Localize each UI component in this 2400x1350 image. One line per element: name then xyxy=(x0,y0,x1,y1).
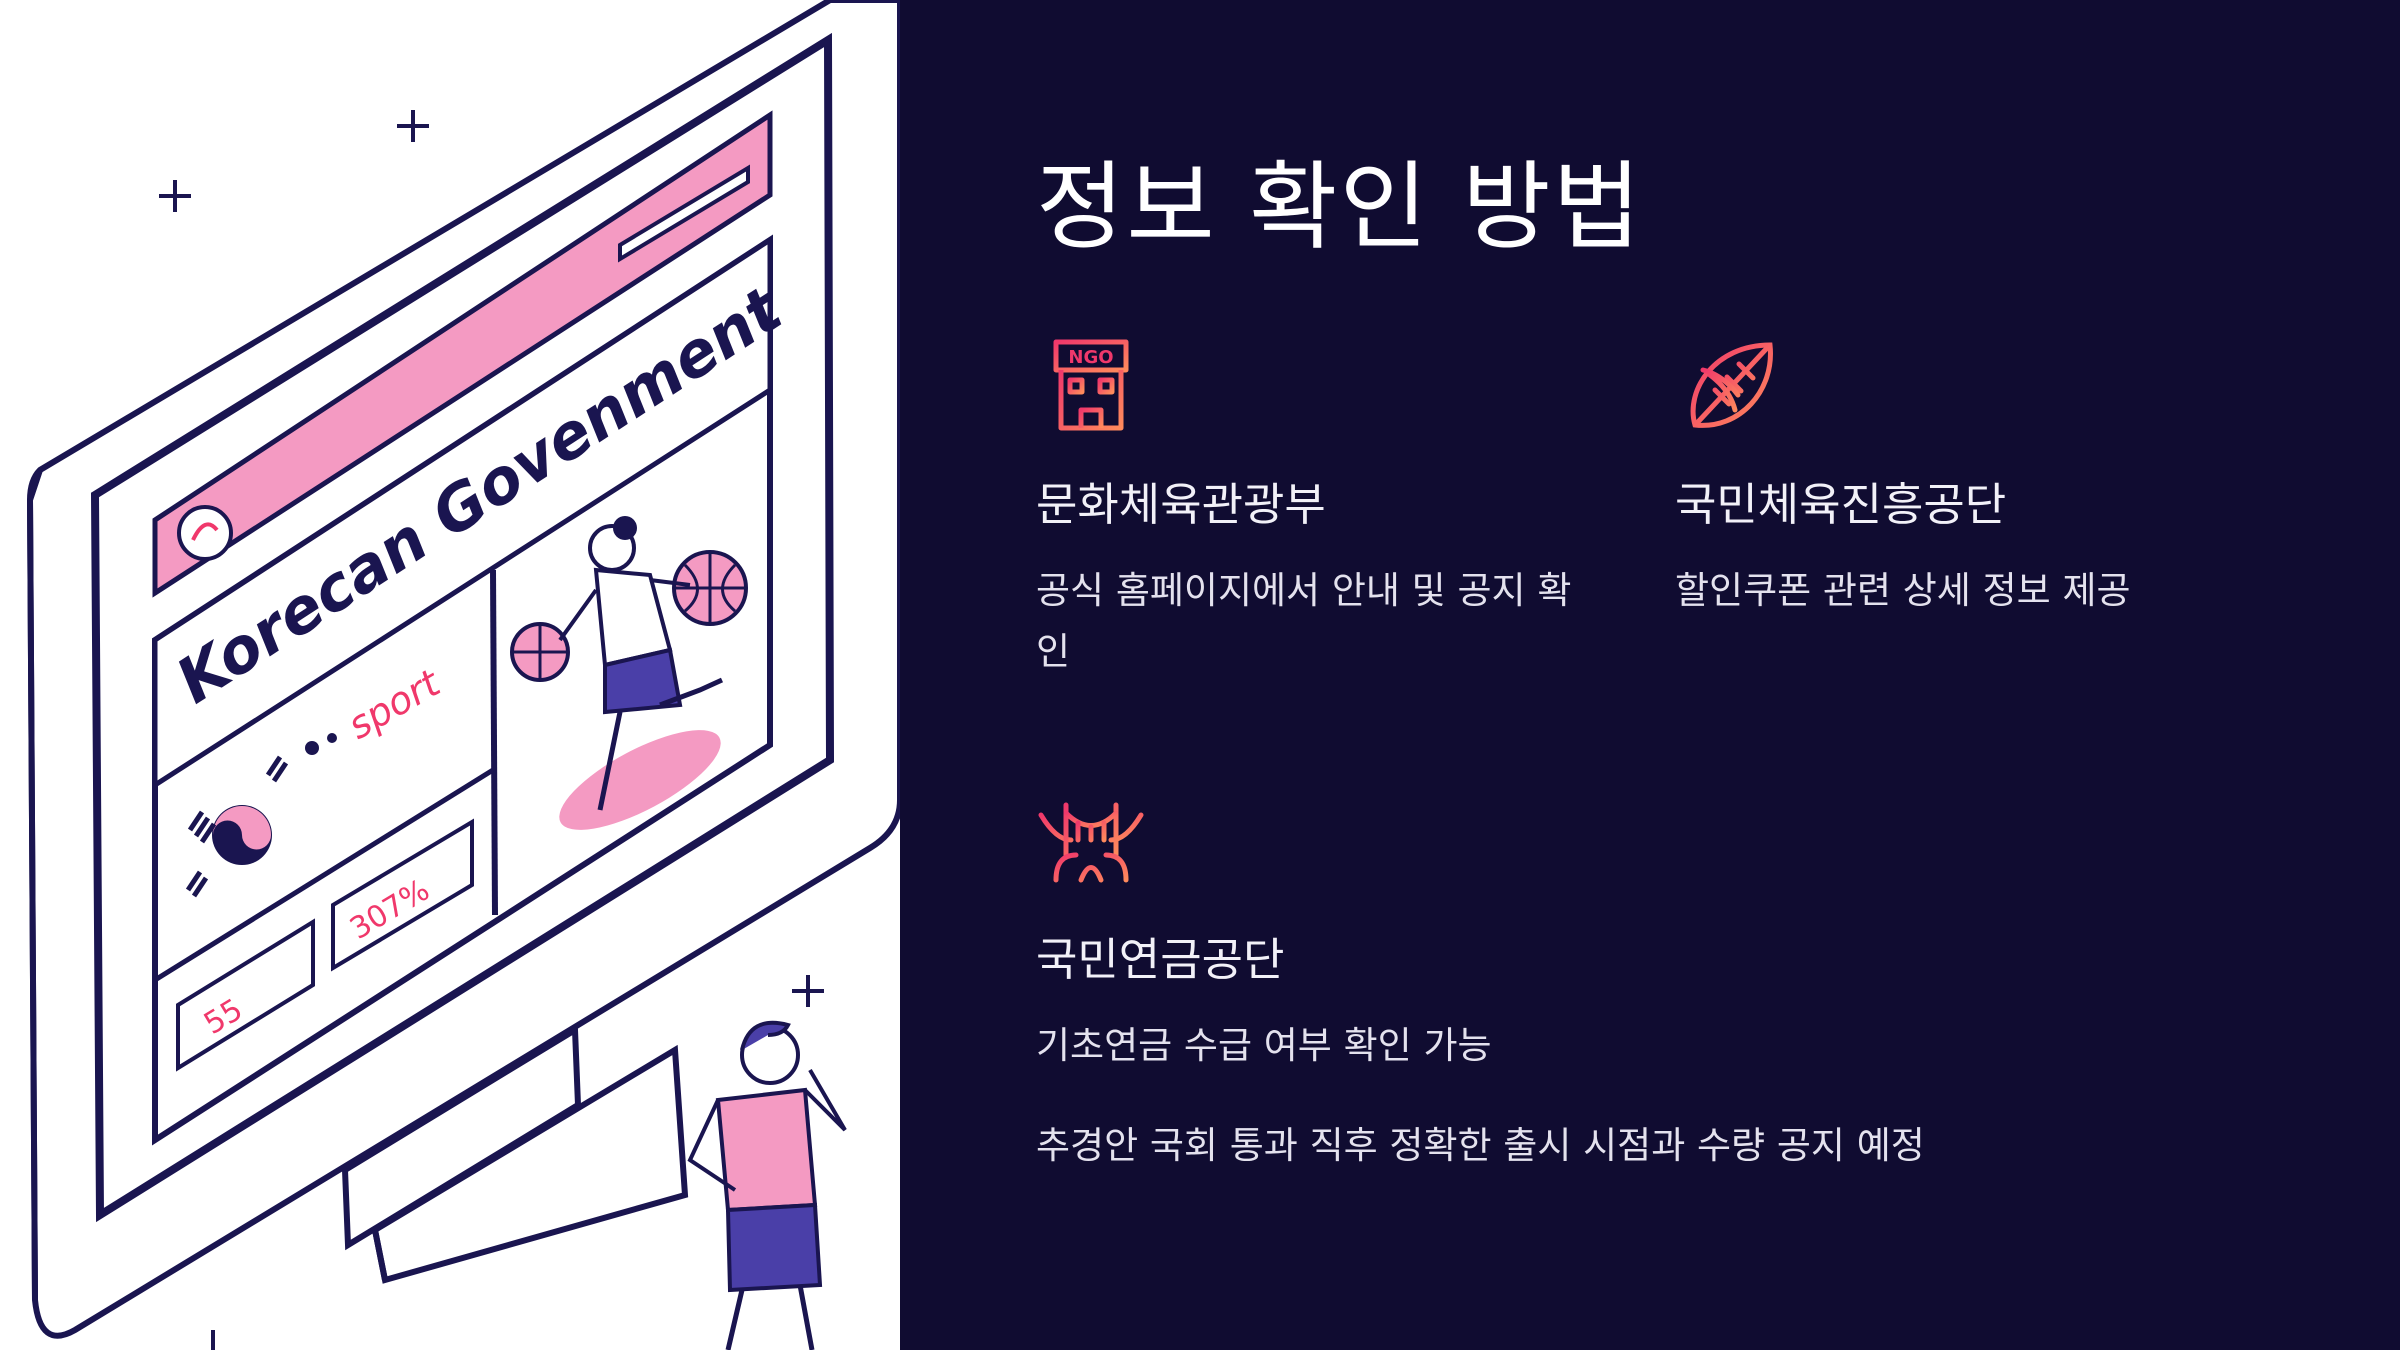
announcement-note: 추경안 국회 통과 직후 정확한 출시 시점과 수량 공지 예정 xyxy=(1036,1124,1925,1167)
card-description: 기초연금 수급 여부 확인 가능 xyxy=(1036,1024,1492,1067)
info-card-kspo: 국민체육진흥공단 할인쿠폰 관련 상세 정보 제공 xyxy=(1675,330,2255,621)
computer-illustration: Korecan Govenment sport 307% 55 xyxy=(0,0,900,1350)
ngo-building-icon: NGO xyxy=(1048,339,1134,431)
card-description: 할인쿠폰 관련 상세 정보 제공 xyxy=(1675,569,2131,612)
info-card-mcst: NGO 문화체육관광부 공식 홈페이지에서 안내 및 공지 확인 xyxy=(1036,330,1596,682)
basketball-player-illustration xyxy=(510,516,748,830)
card-title: 국민체육진흥공단 xyxy=(1675,478,2007,531)
card-title: 국민연금공단 xyxy=(1036,933,1285,986)
browser-header-bar xyxy=(152,110,773,598)
rugby-ball-icon xyxy=(1690,342,1773,428)
card-title: 문화체육관광부 xyxy=(1036,478,1326,531)
stat-tile-2 xyxy=(176,918,315,1072)
sparkle-icon xyxy=(159,110,824,1350)
bridge-icon xyxy=(1038,802,1144,883)
page-title: 정보 확인 방법 xyxy=(1036,151,1643,263)
korean-flag-icon xyxy=(185,733,337,898)
info-panel: 정보 확인 방법 NGO 문화체육관광부 공식 홈페이지에서 안내 및 공지 확… xyxy=(900,0,2400,1350)
card-description: 공식 홈페이지에서 안내 및 공지 확인 xyxy=(1036,569,1572,674)
standing-person-illustration xyxy=(687,1020,847,1350)
government-logo-icon xyxy=(177,505,233,561)
stat-tile-1 xyxy=(331,818,474,972)
info-card-nps: 국민연금공단 기초연금 수급 여부 확인 가능 xyxy=(1036,785,1616,1076)
svg-text:NGO: NGO xyxy=(1068,347,1113,368)
